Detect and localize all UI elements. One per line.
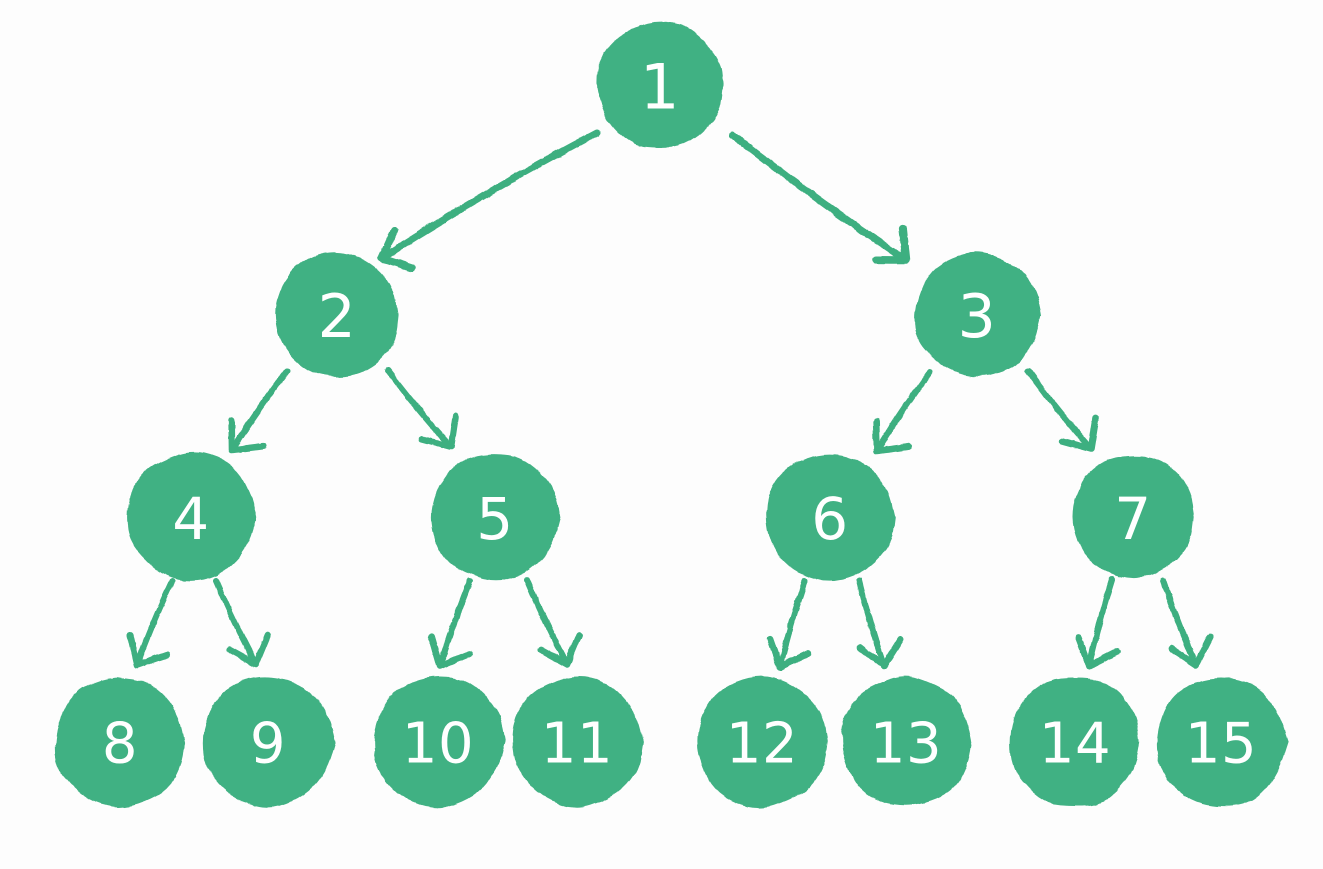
arrowhead-icon	[226, 631, 272, 668]
arrowhead-icon	[1167, 633, 1214, 669]
arrowhead-icon	[872, 224, 910, 264]
node-label: 14	[1039, 712, 1111, 777]
arrowhead-icon	[127, 632, 171, 669]
tree-node-10[interactable]: 10	[373, 676, 505, 808]
edge-shaft	[1160, 577, 1199, 668]
edge-shaft	[1025, 368, 1094, 452]
node-circle[interactable]	[203, 676, 336, 808]
edge-shaft	[437, 578, 473, 669]
tree-node-9[interactable]: 9	[203, 676, 336, 808]
arrowhead-icon	[766, 635, 812, 671]
tree-edge	[127, 578, 175, 669]
tree-node-11[interactable]: 11	[512, 676, 644, 808]
tree-edge	[1075, 577, 1121, 670]
arrowhead-icon	[1075, 634, 1121, 670]
arrowhead-icon	[378, 226, 416, 272]
tree-edge	[428, 578, 473, 670]
arrowhead-icon	[872, 417, 912, 455]
tree-node-3[interactable]: 3	[915, 252, 1042, 377]
node-label: 13	[870, 712, 942, 777]
tree-edge	[1025, 368, 1100, 453]
node-circle[interactable]	[127, 451, 257, 581]
tree-edge	[766, 578, 812, 671]
arrowhead-icon	[857, 635, 904, 670]
edge-shaft	[729, 131, 910, 264]
tree-node-5[interactable]: 5	[431, 454, 561, 581]
arrowhead-icon	[428, 633, 473, 670]
node-label: 3	[958, 282, 997, 352]
edges-layer	[127, 129, 1214, 671]
tree-edge	[385, 368, 459, 451]
edge-shaft	[385, 368, 454, 450]
node-circle[interactable]	[766, 454, 895, 582]
node-circle[interactable]	[1156, 677, 1289, 807]
node-label: 9	[250, 712, 286, 777]
node-circle[interactable]	[55, 677, 185, 808]
edge-shaft	[874, 369, 933, 454]
tree-node-6[interactable]: 6	[766, 454, 895, 582]
node-circle[interactable]	[275, 252, 399, 377]
tree-node-4[interactable]: 4	[127, 451, 257, 581]
node-label: 2	[318, 282, 357, 352]
node-label: 1	[640, 51, 680, 124]
arrowhead-icon	[418, 412, 459, 451]
tree-node-12[interactable]: 12	[697, 676, 828, 809]
tree-node-15[interactable]: 15	[1156, 677, 1289, 807]
arrowhead-icon	[228, 416, 267, 454]
tree-node-1[interactable]: 1	[596, 21, 724, 148]
tree-edge	[378, 129, 601, 272]
tree-edge	[1160, 577, 1214, 669]
edge-shaft	[1086, 577, 1115, 669]
tree-node-2[interactable]: 2	[275, 252, 399, 377]
node-circle[interactable]	[1010, 678, 1140, 807]
node-label: 7	[1114, 485, 1151, 553]
node-label: 15	[1185, 712, 1257, 777]
node-circle[interactable]	[373, 676, 505, 808]
node-circle[interactable]	[697, 676, 828, 809]
edge-shaft	[524, 577, 570, 667]
node-circle[interactable]	[431, 454, 561, 581]
edge-shaft	[229, 368, 290, 453]
edge-shaft	[213, 578, 259, 667]
edge-shaft	[856, 577, 887, 669]
tree-node-14[interactable]: 14	[1010, 678, 1140, 807]
tree-node-8[interactable]: 8	[55, 677, 185, 808]
node-circle[interactable]	[596, 21, 724, 148]
node-label: 6	[811, 485, 848, 553]
tree-edge	[856, 577, 904, 670]
node-circle[interactable]	[915, 252, 1042, 377]
tree-node-7[interactable]: 7	[1072, 456, 1195, 579]
node-label: 5	[476, 485, 513, 553]
tree-edge	[228, 368, 290, 454]
tree-edge	[872, 369, 933, 455]
edge-shaft	[378, 129, 601, 262]
tree-edge	[524, 577, 583, 668]
node-label: 10	[402, 712, 474, 777]
edge-shaft	[134, 578, 175, 668]
edge-shaft	[777, 578, 808, 670]
node-label: 12	[726, 712, 798, 777]
tree-edge	[729, 131, 910, 264]
arrowhead-icon	[1058, 414, 1100, 453]
node-circle[interactable]	[512, 676, 644, 808]
node-label: 11	[541, 712, 613, 777]
node-circle[interactable]	[841, 676, 972, 806]
node-circle[interactable]	[1072, 456, 1195, 579]
tree-node-13[interactable]: 13	[841, 676, 972, 806]
arrowhead-icon	[537, 631, 583, 668]
node-label: 4	[172, 485, 209, 553]
tree-edge	[213, 578, 272, 668]
node-label: 8	[102, 712, 138, 777]
